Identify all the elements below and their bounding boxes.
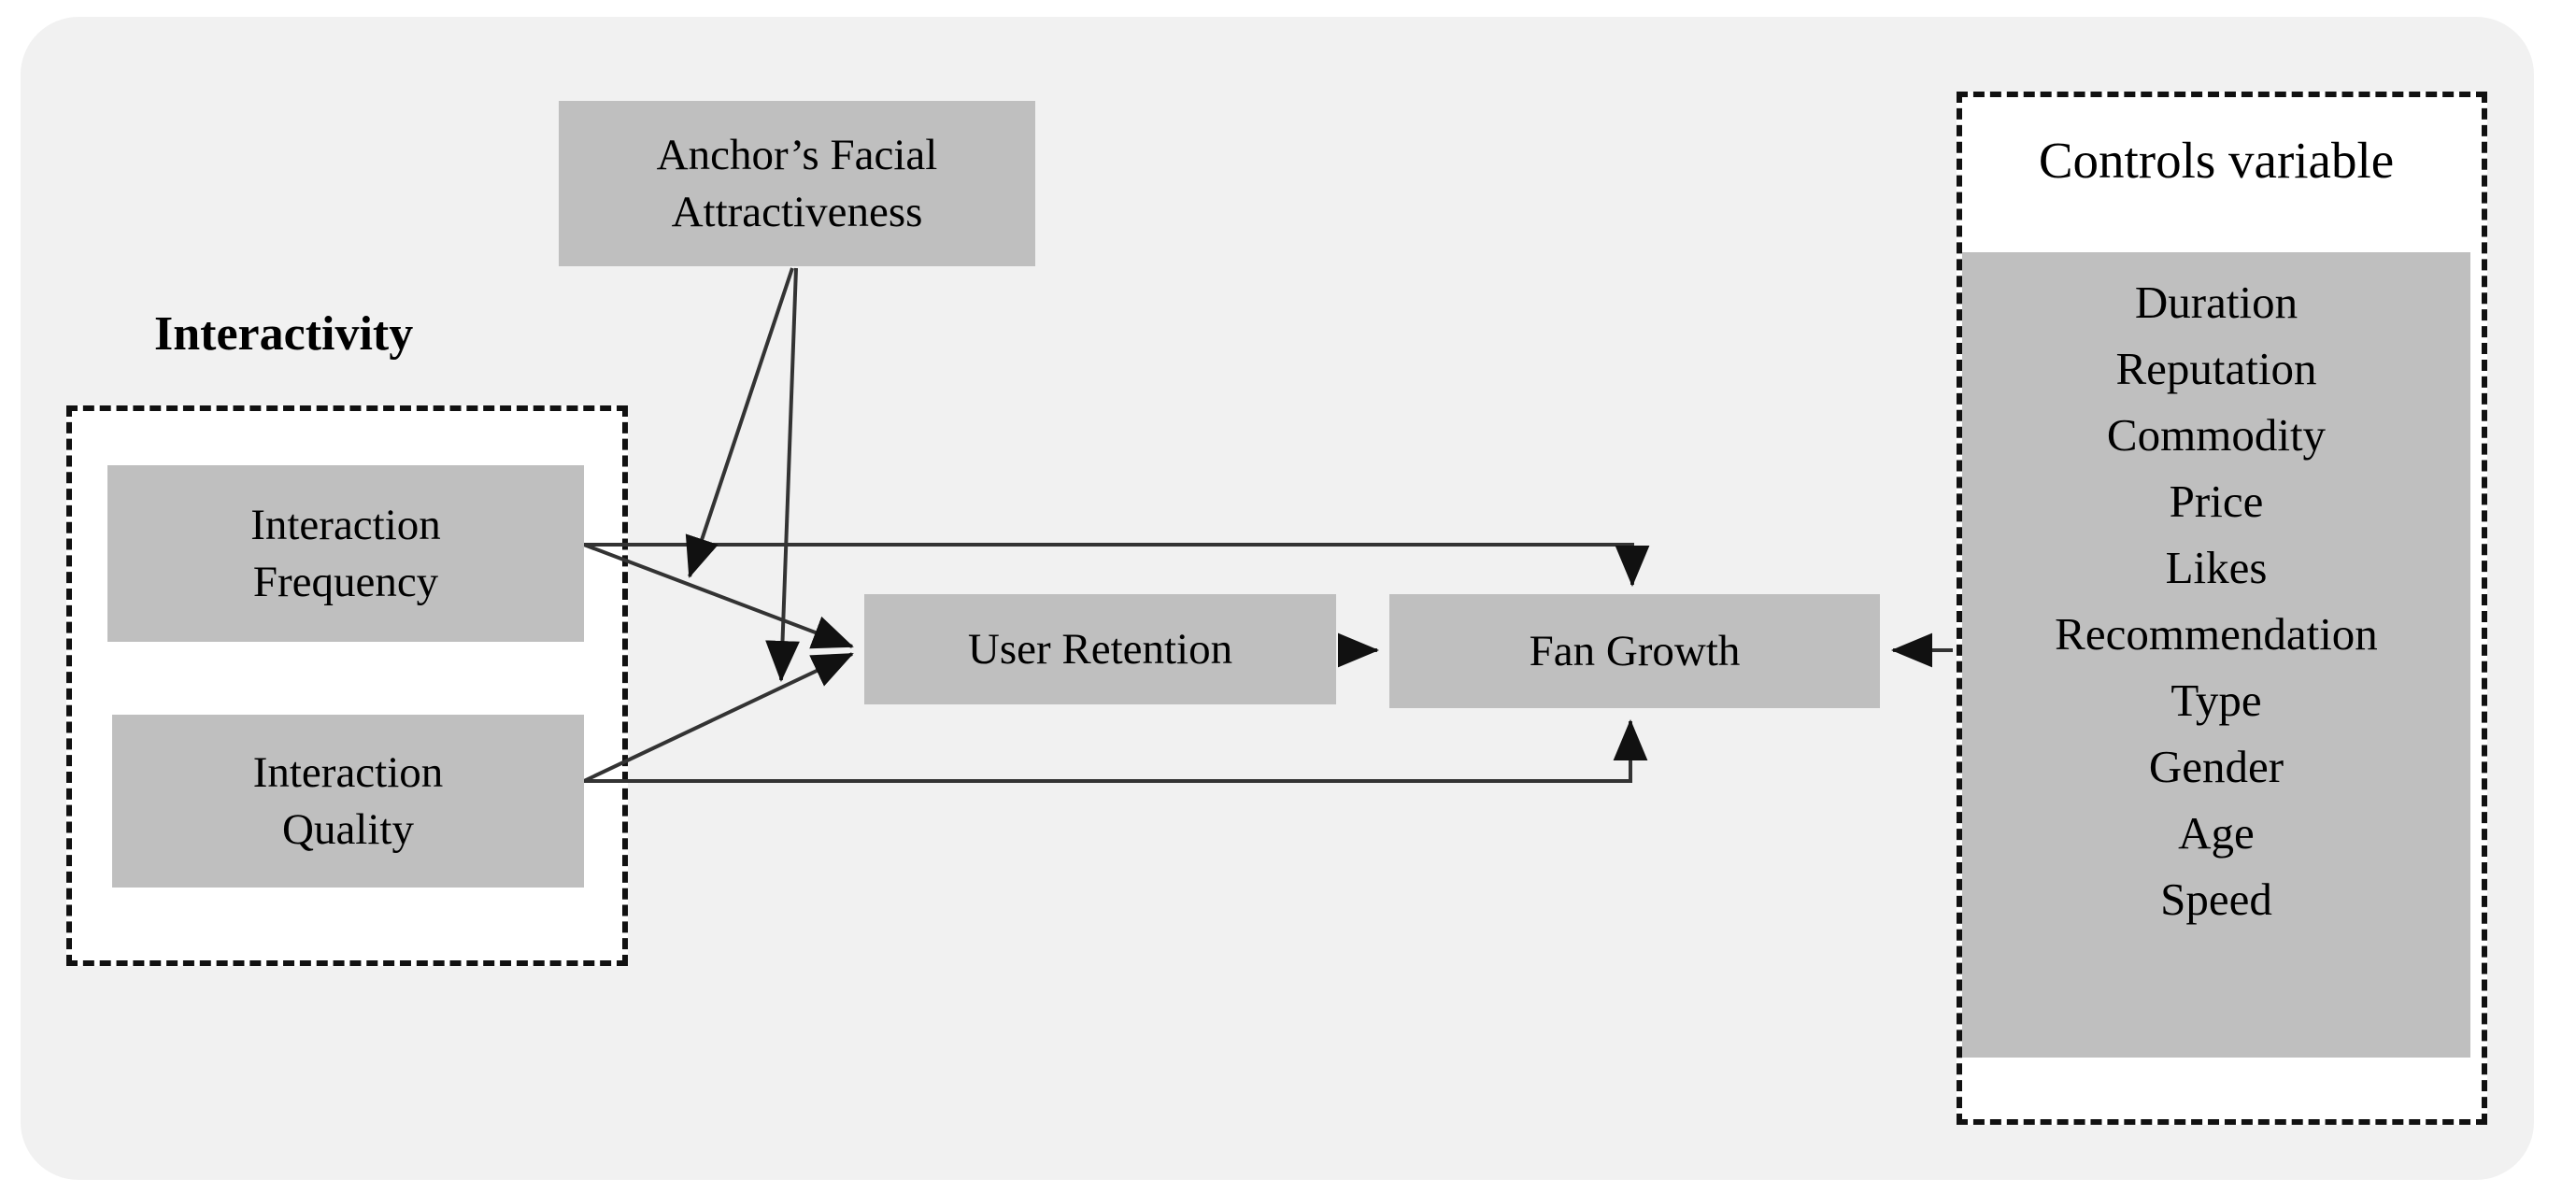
list-item: Age <box>2178 807 2255 859</box>
node-fan-growth[interactable]: Fan Growth <box>1389 594 1880 708</box>
list-item: Price <box>2169 476 2264 528</box>
list-item: Speed <box>2160 873 2272 926</box>
list-item: Reputation <box>2115 343 2317 395</box>
controls-group-title: Controls variable <box>2038 132 2395 189</box>
list-item: Duration <box>2134 277 2298 328</box>
node-label: User Retention <box>967 624 1233 674</box>
list-item: Likes <box>2165 542 2268 594</box>
list-item: Recommendation <box>2055 608 2378 660</box>
controls-fill-area <box>1962 252 2470 1058</box>
node-user-retention[interactable]: User Retention <box>864 594 1336 704</box>
list-item: Gender <box>2148 741 2284 793</box>
node-label: Fan Growth <box>1529 626 1741 675</box>
list-item: Commodity <box>2106 409 2327 462</box>
interactivity-group-title: Interactivity <box>154 307 414 361</box>
list-item: Type <box>2170 675 2262 727</box>
controls-variable-list: Duration Reputation Commodity Price Like… <box>1962 269 2470 932</box>
